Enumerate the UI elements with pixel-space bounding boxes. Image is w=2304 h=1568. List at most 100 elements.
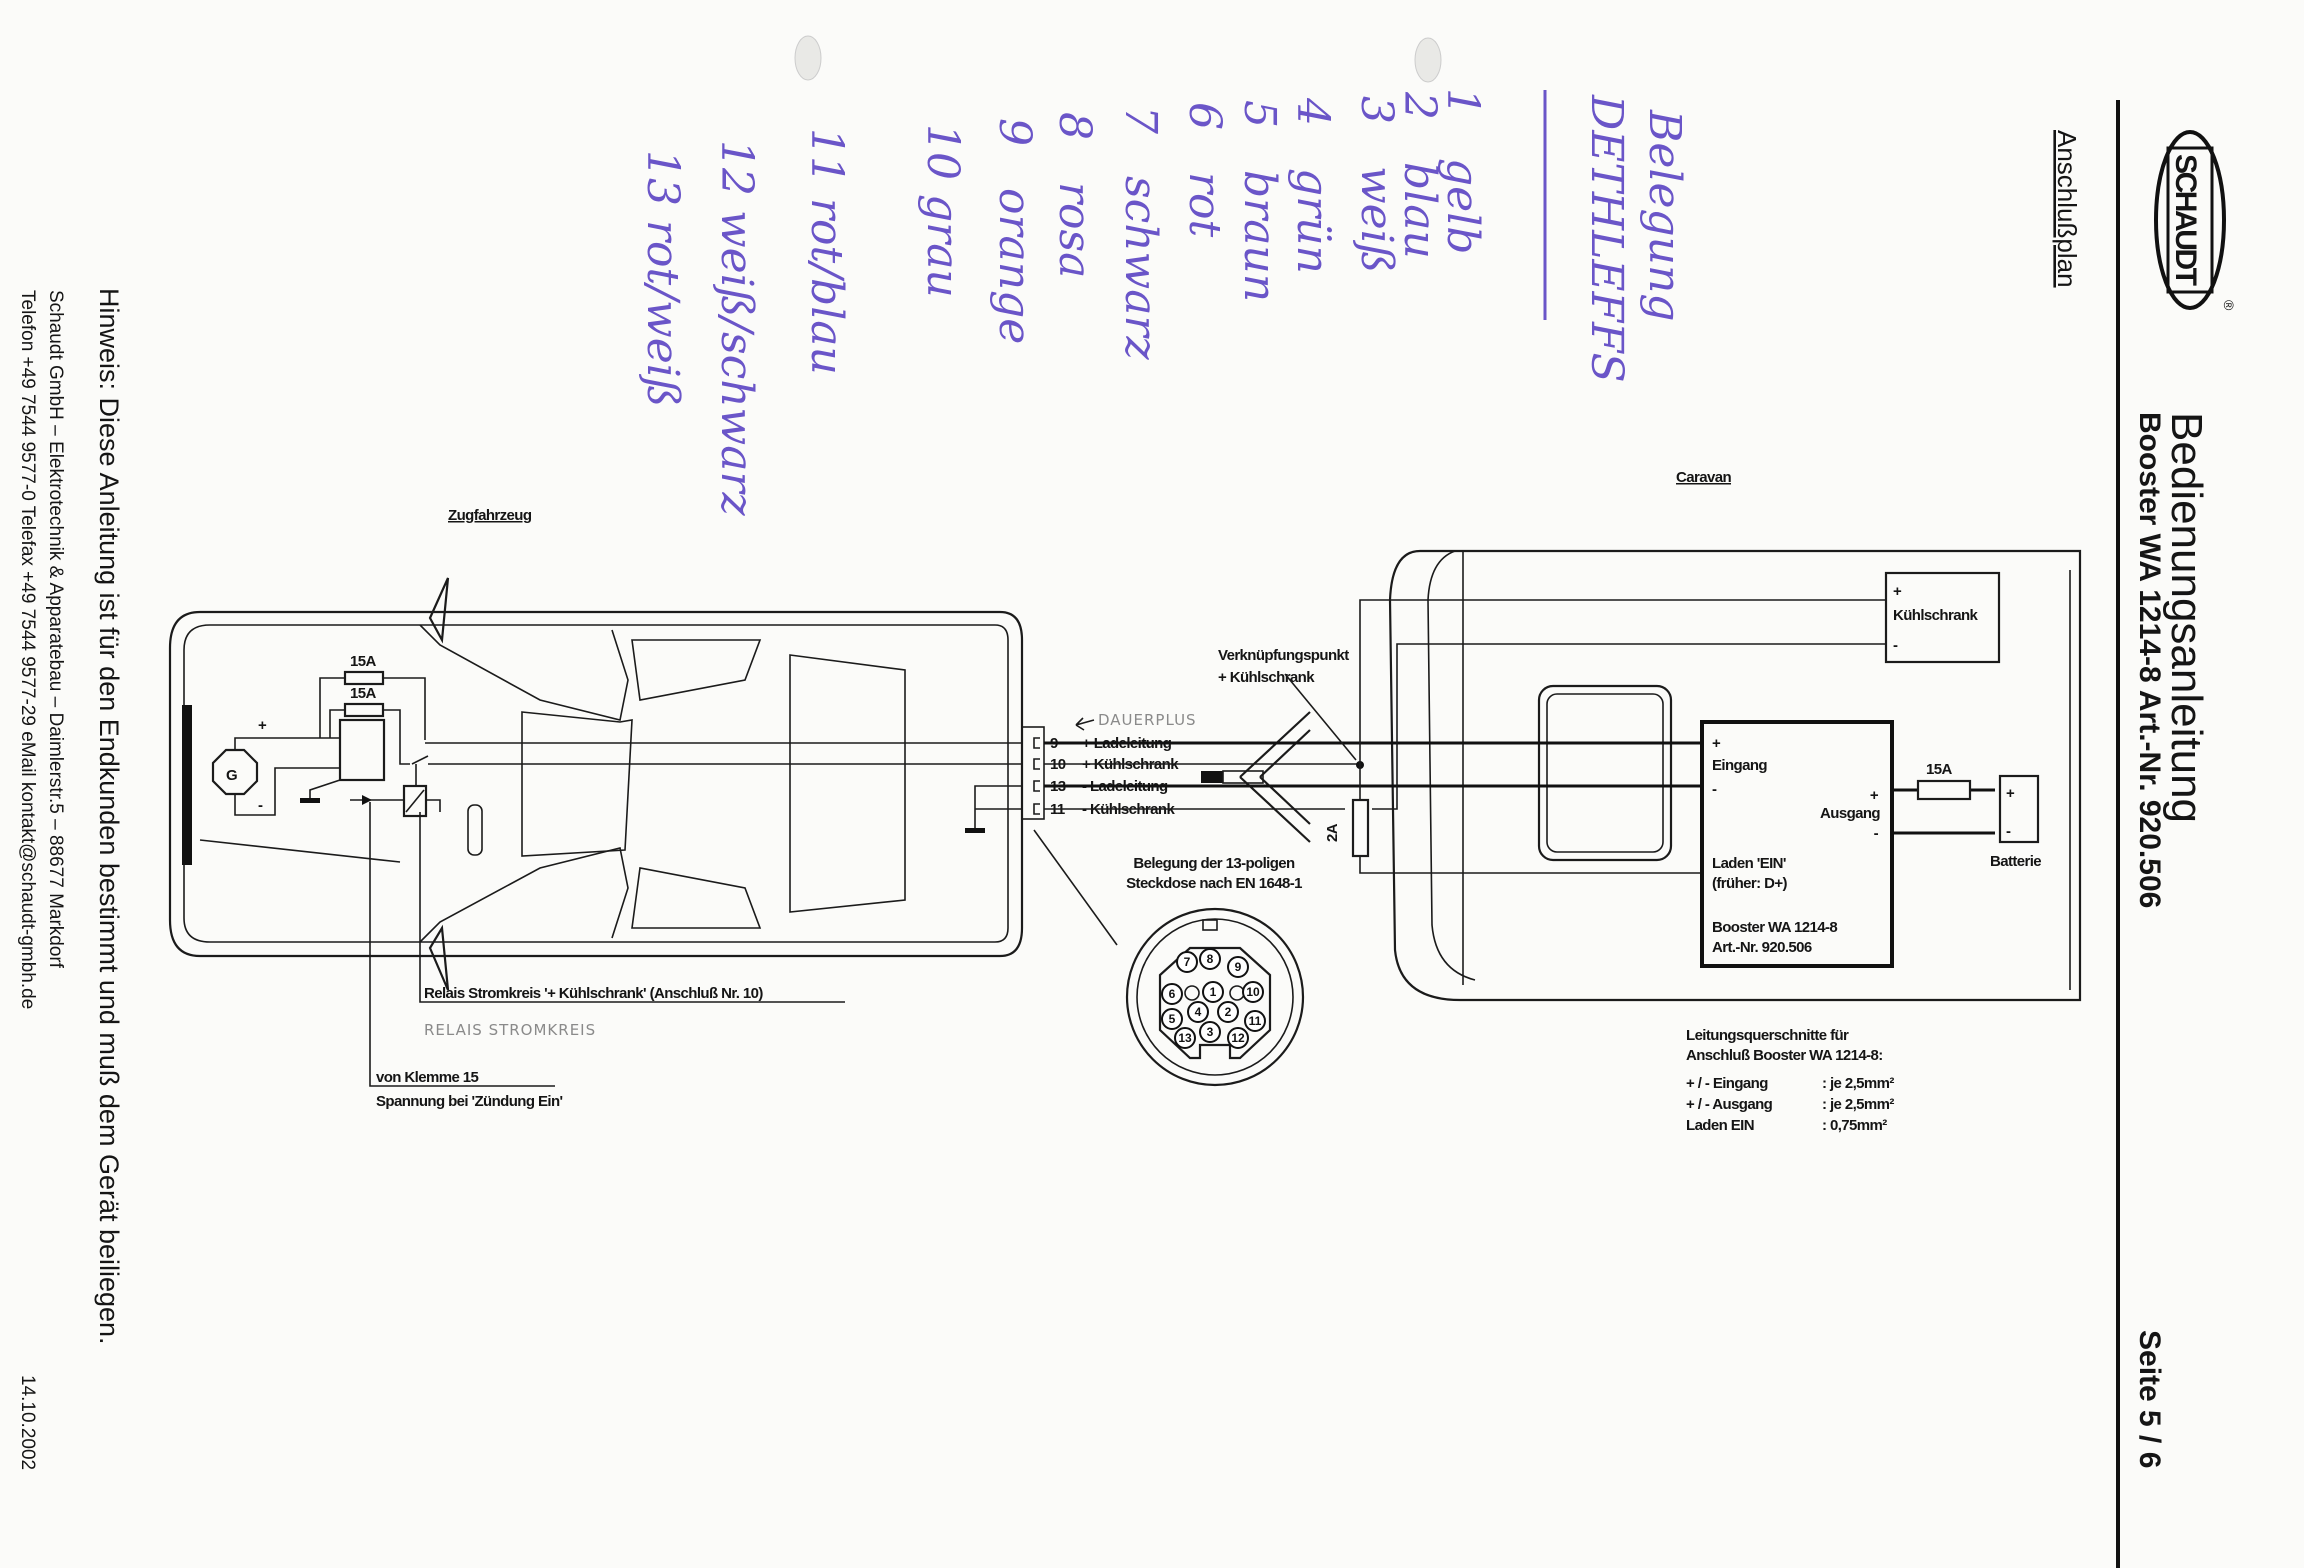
handwritten-item-color: braun [1234, 170, 1285, 302]
generator-plus: + [258, 717, 267, 734]
handwritten-item-number: 10 [917, 124, 968, 180]
handwritten-item-color: grün [1287, 168, 1338, 274]
booster-unit: + Eingang - + Ausgang - Laden 'EIN' (frü… [1700, 720, 1894, 968]
ground-icon [965, 828, 985, 833]
handwritten-item-color: weiß/schwarz [711, 210, 762, 516]
svg-text:1: 1 [1210, 985, 1217, 999]
svg-text:Leitungsquerschnitte für: Leitungsquerschnitte für [1686, 1027, 1849, 1044]
svg-text:7: 7 [1184, 955, 1191, 969]
wiring-spec-row: + / - Eingang: je 2,5mm² [1686, 1075, 1895, 1092]
dauerplus-handwritten: DAUERPLUS [1098, 711, 1197, 729]
registered-mark: ® [2221, 300, 2237, 311]
svg-text:+: + [1870, 787, 1879, 804]
fuse-1-label: 15A [350, 653, 376, 670]
svg-text:+: + [1712, 735, 1721, 752]
mirror-right [428, 924, 450, 991]
handwritten-item: 12 weiß/schwarz [711, 140, 762, 516]
handwritten-item-color: grau [917, 194, 968, 298]
socket-pin: 1 [1202, 981, 1224, 1003]
svg-text:: je 2,5mm²: : je 2,5mm² [1822, 1096, 1894, 1113]
handwritten-item-number: 13 [637, 150, 688, 206]
svg-text:SCHAUDT: SCHAUDT [2169, 154, 2202, 286]
svg-text:11: 11 [1249, 1014, 1262, 1028]
svg-text:+: + [1893, 583, 1902, 600]
footer: Hinweis: Diese Anleitung ist für den End… [17, 288, 124, 1470]
handwritten-item-number: 3 [1351, 96, 1402, 124]
footer-company: Schaudt GmbH – Elektrotechnik & Apparate… [45, 290, 66, 969]
caravan-body [1388, 549, 2082, 1002]
caravan-window [1537, 684, 1673, 862]
car-body [168, 610, 1024, 958]
wiring-spec: Leitungsquerschnitte für Anschluß Booste… [1686, 1027, 1895, 1134]
handwritten-item-number: 11 [801, 128, 852, 184]
fridge-box [1884, 571, 2001, 664]
roof [521, 711, 633, 857]
svg-text:5: 5 [1169, 1012, 1176, 1026]
wiring-spec-row: Laden EIN: 0,75mm² [1686, 1117, 1888, 1134]
fuse-15a-output [1916, 779, 1972, 801]
handwritten-item-color: rot/blau [801, 198, 852, 375]
header: SCHAUDT ® Bedienungsanleitung Booster WA… [2052, 100, 2237, 1568]
svg-text:(früher: D+): (früher: D+) [1712, 875, 1787, 892]
relay-note: Relais Stromkreis '+ Kühlschrank' (Ansch… [424, 985, 763, 1002]
handwritten-item-number: 4 [1287, 97, 1338, 126]
handwritten-item-color: rot [1179, 172, 1230, 238]
handwritten-item-number: 7 [1115, 106, 1166, 134]
svg-text:+ / - Ausgang: + / - Ausgang [1686, 1096, 1773, 1113]
socket-pin: 10 [1242, 981, 1264, 1003]
window-right-rear [631, 867, 762, 929]
handwritten-item: 11 rot/blau [801, 128, 852, 375]
svg-text:-: - [1893, 637, 1898, 654]
socket-pin: 13 [1174, 1027, 1196, 1049]
footer-note: Hinweis: Diese Anleitung ist für den End… [94, 288, 124, 1345]
window-left-rear [631, 639, 762, 701]
socket-title-2: Steckdose nach EN 1648-1 [1126, 875, 1302, 892]
junction-label-2: + Kühlschrank [1218, 669, 1315, 686]
mirror-left [428, 577, 450, 644]
handwritten-item-number: 1 [1437, 88, 1488, 116]
handwritten-item-color: gelb [1437, 158, 1488, 254]
socket-pin: 5 [1161, 1008, 1183, 1030]
caravan: Caravan 2A Verknüpfungspunkt + Kühlschra… [1044, 469, 2082, 1002]
fridge-label: Kühlschrank [1893, 607, 1979, 624]
handwritten-item-number: 12 [711, 140, 762, 196]
vehicle-title: Zugfahrzeug [448, 507, 532, 524]
handwritten-item-number: 5 [1234, 100, 1285, 128]
car-grille [182, 705, 192, 865]
klemme-note-2: Spannung bei 'Zündung Ein' [376, 1093, 563, 1110]
socket-pin: 7 [1176, 951, 1198, 973]
socket-pin: 2 [1217, 1001, 1239, 1023]
svg-text:+ / - Eingang: + / - Eingang [1686, 1075, 1768, 1092]
handwritten-item-number: 9 [989, 118, 1040, 146]
relay-icon [402, 784, 428, 818]
document-subtitle: Booster WA 1214-8 Art.-Nr. 920.506 [2133, 412, 2166, 908]
schaudt-logo: SCHAUDT ® [2154, 130, 2237, 311]
hitch [1201, 771, 1223, 783]
svg-text:+: + [2006, 785, 2015, 802]
svg-text:15A: 15A [1926, 761, 1952, 778]
socket-pin: 11 [1244, 1010, 1266, 1032]
socket-pin: 8 [1199, 948, 1221, 970]
caravan-title: Caravan [1676, 469, 1731, 486]
relay-handwritten-note: RELAIS STROMKREIS [424, 1021, 596, 1039]
socket-pin: 9 [1227, 956, 1249, 978]
svg-text:-: - [2006, 823, 2011, 840]
svg-text:13: 13 [1178, 1031, 1192, 1045]
handwritten-item-number: 8 [1049, 112, 1100, 140]
fuse-2a [1351, 798, 1370, 858]
handwritten-pin-list: Belegung DETHLEFFS 1gelb2blau3weiß4grün5… [637, 88, 1690, 516]
handwritten-item-color: rot/weiß [637, 220, 688, 407]
booster-input-label: Eingang [1712, 757, 1767, 774]
handwritten-item-color: blau [1394, 162, 1445, 259]
svg-text:: 0,75mm²: : 0,75mm² [1822, 1117, 1887, 1134]
section-title: Anschlußplan [2052, 130, 2082, 288]
punch-hole [794, 35, 822, 81]
handwritten-brand: DETHLEFFS [1581, 94, 1632, 383]
